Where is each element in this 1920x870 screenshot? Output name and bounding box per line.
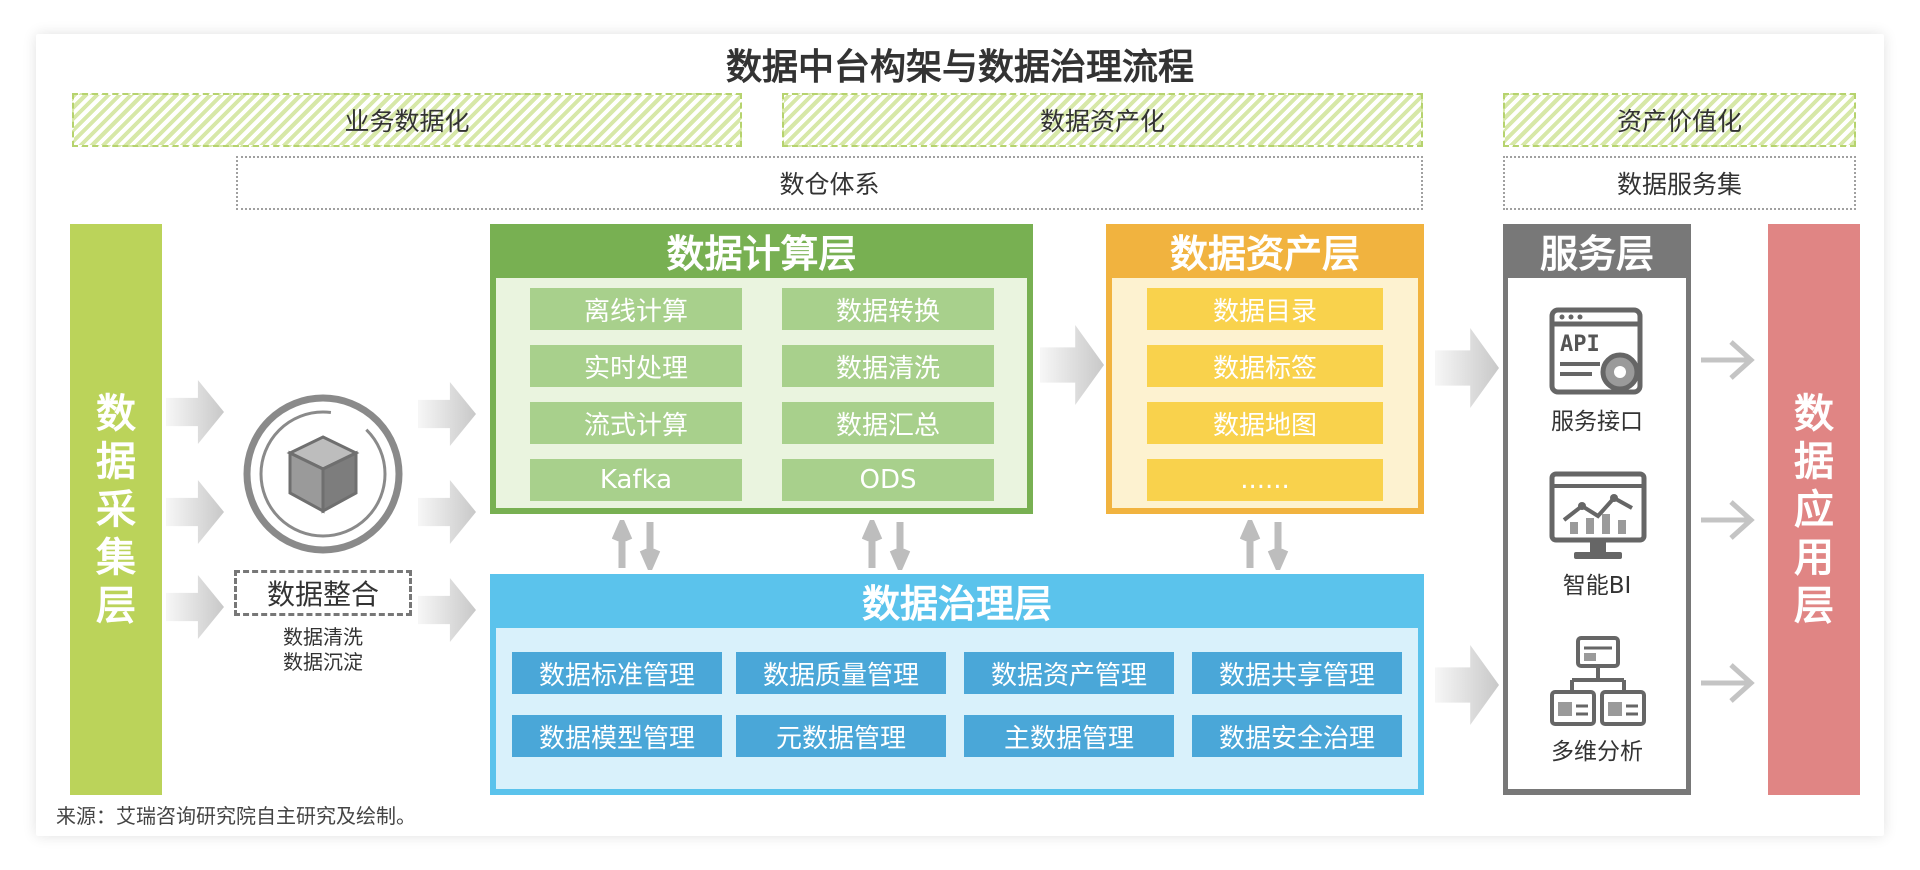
asset-layer-title: 数据资产层 [1169,231,1360,276]
service-item-label: 服务接口 [1551,409,1643,435]
integration-notes: 数据清洗 数据沉淀 [234,625,412,675]
collection-layer: 数 据 采 集 层 [70,224,162,795]
api-gear-icon: API [1549,307,1643,395]
governance-cell: 数据共享管理 [1192,652,1402,694]
governance-cell: 数据资产管理 [964,652,1174,694]
warehouse-band-label: 数仓体系 [779,170,880,199]
api-icon-text: API [1560,332,1600,357]
right-arrow-icon [1701,340,1755,380]
warehouse-band: 数仓体系 [236,156,1423,210]
service-item-label: 多维分析 [1551,739,1643,765]
asset-cell: 数据目录 [1147,288,1383,330]
integration-label: 数据整合 [266,578,379,611]
collection-layer-char: 集 [96,534,136,581]
service-set-band-label: 数据服务集 [1616,170,1742,199]
application-layer-char: 层 [1794,582,1834,629]
integration-note: 数据沉淀 [283,650,363,674]
business-band: 业务数据化 [72,93,742,147]
compute-layer: 数据计算层 离线计算 数据转换 实时处理 数据清洗 流式计算 数据汇总 Kafk… [490,224,1033,514]
value-band: 资产价值化 [1503,93,1856,147]
service-layer: 服务层 API 服务接口 智能BI [1503,224,1691,795]
right-arrow-icon [1701,663,1755,703]
application-layer-char: 应 [1794,486,1834,533]
governance-cell: 数据标准管理 [512,652,722,694]
value-band-label: 资产价值化 [1616,107,1742,136]
compute-cell: 数据转换 [782,288,994,330]
governance-layer: 数据治理层 数据标准管理 数据质量管理 数据资产管理 数据共享管理 数据模型管理… [490,574,1424,795]
application-layer-char: 用 [1794,534,1834,581]
compute-cell: ODS [782,459,994,501]
cube-icon [243,394,403,554]
integration-box: 数据整合 [234,570,412,616]
governance-layer-title: 数据治理层 [861,581,1052,626]
governance-cell: 主数据管理 [964,715,1174,757]
governance-cell: 数据安全治理 [1192,715,1402,757]
governance-cell: 元数据管理 [736,715,946,757]
compute-cell: 流式计算 [530,402,742,444]
business-band-label: 业务数据化 [344,107,470,136]
compute-cell: 数据清洗 [782,345,994,387]
hierarchy-icon [1550,636,1646,726]
collection-layer-char: 数 [96,390,136,437]
collection-layer-char: 采 [96,486,136,533]
compute-cell: 离线计算 [530,288,742,330]
bidirectional-arrow-icon [612,520,661,570]
application-layer-char: 据 [1794,438,1834,485]
integration-note: 数据清洗 [283,625,363,649]
service-layer-title: 服务层 [1539,231,1654,276]
governance-cell: 数据质量管理 [736,652,946,694]
compute-layer-title: 数据计算层 [666,231,857,276]
governance-cell: 数据模型管理 [512,715,722,757]
bidirectional-arrow-icon [862,520,911,570]
collection-layer-char: 层 [96,582,136,629]
asset-cell: ...... [1147,459,1383,501]
service-item-label: 智能BI [1562,573,1632,599]
compute-cell: 实时处理 [530,345,742,387]
asset-band: 数据资产化 [782,93,1423,147]
asset-cell: 数据地图 [1147,402,1383,444]
asset-cell: 数据标签 [1147,345,1383,387]
compute-cell: 数据汇总 [782,402,994,444]
application-layer-char: 数 [1794,390,1834,437]
right-arrow-icon [1701,500,1755,540]
asset-band-label: 数据资产化 [1039,107,1165,136]
asset-layer: 数据资产层 数据目录 数据标签 数据地图 ...... [1106,224,1424,514]
bidirectional-arrow-icon [1240,520,1289,570]
compute-cell: Kafka [530,459,742,501]
monitor-chart-icon [1549,471,1647,559]
page-title: 数据中台构架与数据治理流程 [725,47,1194,88]
service-set-band: 数据服务集 [1503,156,1856,210]
application-layer: 数 据 应 用 层 [1768,224,1860,795]
collection-layer-char: 据 [96,438,136,485]
source-note: 来源：艾瑞咨询研究院自主研究及绘制。 [56,804,416,828]
